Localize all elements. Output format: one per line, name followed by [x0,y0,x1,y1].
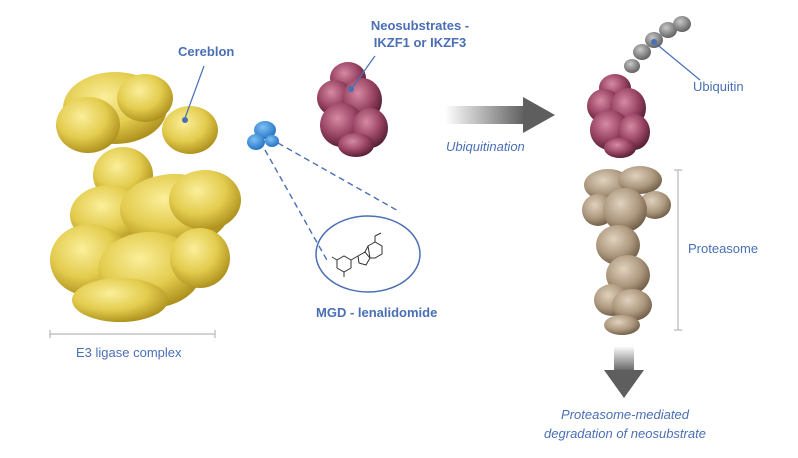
mgd-molecule-shape [247,121,279,150]
ubiquitin-label: Ubiquitin [693,79,744,94]
e3-ligase-complex-shape [50,72,241,322]
cereblon-leader-line [182,65,205,123]
proteasome-bracket [674,169,682,331]
neosubstrates-label-line2: IKZF1 or IKZF3 [373,35,467,50]
neosubstrate-shape [317,62,388,157]
degradation-label-line1: Proteasome-mediated [561,407,689,422]
ubiquitination-arrow [445,97,555,133]
ubiquitination-label: Ubiquitination [446,139,525,154]
ubiquitin-chain-shape [624,16,691,73]
mgd-label: MGD - lenalidomide [316,305,438,320]
proteasome-label: Proteasome [688,241,759,256]
degradation-arrow [604,346,644,398]
proteasome-shape [582,166,671,335]
degradation-label-line2: degradation of neosubstrate [544,426,706,441]
neosubstrates-label-line1: Neosubstrates - [370,18,470,33]
lenalidomide-structure-icon [315,215,421,293]
ubiquitinated-neosubstrate-shape [587,74,650,158]
e3-ligase-label: E3 ligase complex [76,345,182,360]
ubiquitin-leader-line [651,39,701,81]
cereblon-label: Cereblon [178,44,235,59]
e3-bracket [49,330,216,338]
mgd-callout-lines [264,142,401,263]
neosubstrate-leader-line [348,55,376,92]
